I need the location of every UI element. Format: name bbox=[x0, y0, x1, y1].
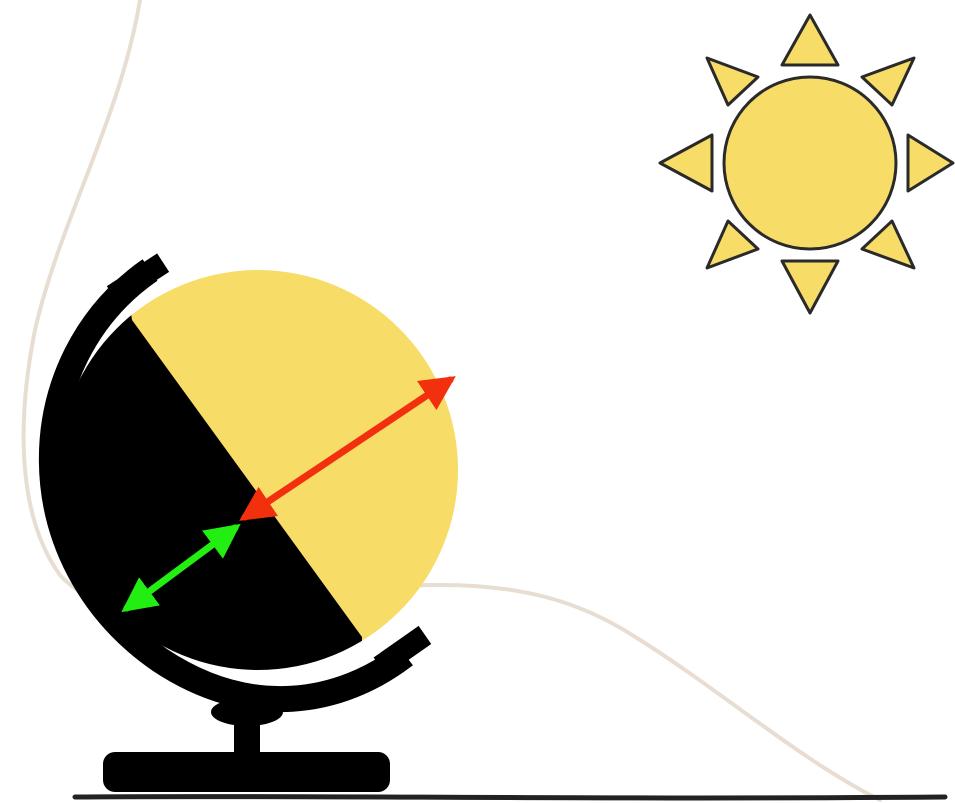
globe-stand-icon bbox=[103, 698, 390, 792]
sun-icon bbox=[660, 15, 953, 313]
ground-line bbox=[75, 797, 945, 798]
